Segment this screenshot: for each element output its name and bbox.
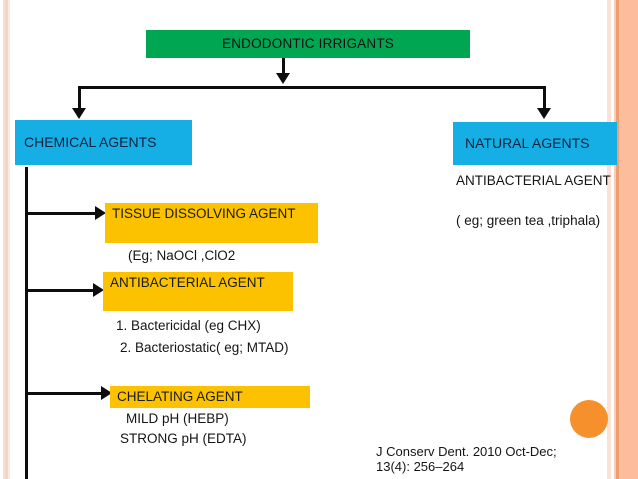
accent-circle-decoration [570,400,608,438]
bracket-horizontal-line [78,86,546,89]
natural-branch-arrowhead-icon [537,108,551,119]
diagram-title-box: ENDODONTIC IRRIGANTS [146,30,470,58]
chemical-agents-box: CHEMICAL AGENTS [15,120,192,165]
chemical-branch-arrowhead-icon [72,108,86,119]
bracket-left-drop-line [78,86,81,112]
natural-agents-example: ( eg; green tea ,triphala) [456,213,601,228]
chemical-spine-line [25,167,28,479]
right-edge-stripe-3 [616,0,619,479]
title-arrowhead-icon [276,73,290,84]
antibacterial-agent-detail-1: 1. Bactericidal (eg CHX) [116,318,261,333]
chemical-arrowhead-icon-3 [101,386,112,400]
chemical-arrowhead-icon-2 [93,283,104,297]
chelating-agent-detail-2: STRONG pH (EDTA) [120,431,247,446]
antibacterial-agent-detail-2: 2. Bacteriostatic( eg; MTAD) [120,340,289,355]
tissue-dissolving-agent-detail: (Eg; NaOCl ,ClO2 [128,248,236,263]
right-edge-stripe-2 [614,0,616,479]
left-edge-stripe-3 [8,0,10,479]
bracket-right-drop-line [543,86,546,112]
chemical-arm-line-1 [28,212,98,215]
antibacterial-agent-box: ANTIBACTERIAL AGENT [103,272,293,311]
natural-antibacterial-subheading: ANTIBACTERIAL AGENT [456,173,611,188]
natural-agents-box: NATURAL AGENTS [453,122,617,165]
right-edge-stripe-4 [619,0,638,479]
chemical-arrowhead-icon-1 [95,206,106,220]
left-edge-stripe-2 [5,0,8,479]
tissue-dissolving-agent-box: TISSUE DISSOLVING AGENT [105,203,318,243]
chelating-agent-box: CHELATING AGENT [110,386,310,408]
source-citation: J Conserv Dent. 2010 Oct-Dec; 13(4): 256… [376,444,557,475]
chemical-arm-line-3 [28,392,104,395]
chelating-agent-detail-1: MILD pH (HEBP) [126,411,229,426]
right-edge-stripe-1 [607,0,611,479]
left-edge-stripe-1 [3,0,5,479]
title-stem-line [282,58,285,78]
chemical-arm-line-2 [28,289,96,292]
